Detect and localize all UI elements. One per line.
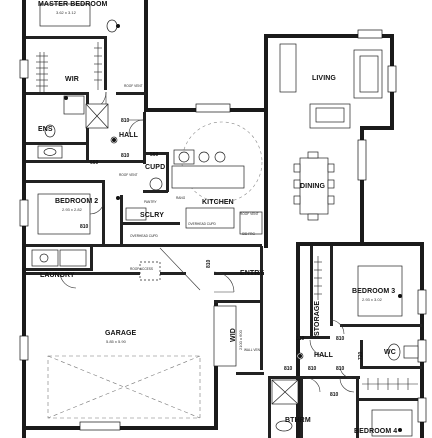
door-size-label: 810 bbox=[80, 224, 89, 230]
room-label-wc: WC bbox=[384, 349, 396, 356]
note-roof-vent-cupd: ROOF VENT bbox=[119, 173, 138, 177]
note-roof-vent-kitchen: ROOF VENT bbox=[240, 212, 259, 216]
note-fridge: SID FRG bbox=[242, 232, 255, 236]
room-label-dining: DINING bbox=[300, 183, 326, 190]
door-size-label: 810 bbox=[336, 336, 345, 342]
room-label-kitchen: KITCHEN bbox=[202, 199, 234, 206]
note-roof-access: ROOF ACCESS bbox=[130, 267, 154, 271]
door-size-label: 810 bbox=[206, 259, 212, 268]
door-size-label: 720 bbox=[358, 351, 364, 360]
room-label-hall-top: HALL bbox=[119, 132, 139, 139]
room-label-wir: WIR bbox=[65, 76, 79, 83]
door-size-label: 810 bbox=[121, 118, 130, 124]
room-label-hall-bottom: HALL bbox=[314, 352, 334, 359]
hall-ceiling-circle bbox=[181, 121, 263, 203]
door-size-label: 810 bbox=[296, 336, 305, 342]
door-swings bbox=[59, 91, 355, 393]
room-label-storage: STORAGE bbox=[314, 300, 321, 336]
room-dim-bedroom2: 2.93 x 2.82 bbox=[62, 207, 82, 212]
room-label-cupd: CUPD bbox=[145, 164, 166, 171]
door-size-label: 810 bbox=[121, 153, 130, 159]
windows bbox=[19, 29, 427, 431]
room-dim-wid: 2100 x 600 bbox=[238, 330, 243, 350]
room-label-bthrm: BTHRM bbox=[285, 417, 311, 424]
note-pantry: PANTRY bbox=[144, 200, 157, 204]
room-label-master-bedroom: MASTER BEDROOM bbox=[38, 1, 108, 8]
note-overhead-cupd-2: OVERHEAD CUPD bbox=[188, 222, 216, 226]
note-roof-vent-top: ROOF VENT bbox=[124, 84, 143, 88]
room-label-ens: ENS bbox=[38, 126, 53, 133]
room-label-living: LIVING bbox=[312, 75, 336, 82]
room-label-garage: GARAGE bbox=[105, 330, 137, 337]
note-rang: RANG bbox=[176, 196, 186, 200]
wardrobe-hatching bbox=[36, 42, 418, 390]
room-dim-master-bedroom: 3.62 x 3.12 bbox=[56, 10, 76, 15]
room-dim-bedroom3: 2.93 x 3.02 bbox=[362, 297, 382, 302]
fixtures bbox=[31, 3, 419, 437]
door-size-label: 810 bbox=[284, 366, 293, 372]
door-size-label: 810 bbox=[308, 366, 317, 372]
door-size-label: 810 bbox=[336, 366, 345, 372]
garage-floor-crossing bbox=[47, 355, 201, 419]
room-label-entry: ENTRY bbox=[240, 270, 264, 277]
room-label-sclry: SCLRY bbox=[140, 212, 164, 219]
door-size-label: 560 bbox=[150, 152, 159, 158]
note-wall-vent: WALL VENT bbox=[244, 348, 262, 352]
door-size-label: 810 bbox=[330, 392, 339, 398]
room-label-wid: WID bbox=[230, 328, 237, 342]
light-markers bbox=[64, 24, 402, 432]
room-label-laundry: LAUNDRY bbox=[40, 272, 75, 279]
note-overhead-cupd: OVERHEAD CUPD bbox=[130, 234, 158, 238]
door-size-label: 660 bbox=[90, 160, 99, 166]
room-label-bedroom3: BEDROOM 3 bbox=[352, 288, 396, 295]
room-label-bedroom4: BEDROOM 4 bbox=[354, 428, 398, 435]
room-dim-garage: 5.85 x 5.90 bbox=[106, 339, 126, 344]
room-label-bedroom2: BEDROOM 2 bbox=[55, 198, 99, 205]
interior-walls bbox=[26, 36, 422, 438]
